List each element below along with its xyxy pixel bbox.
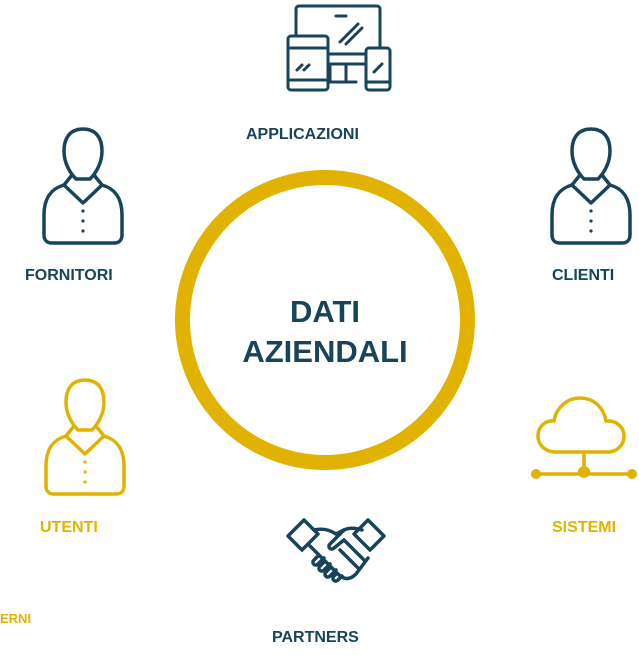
cloud-network-icon — [531, 396, 637, 479]
label-clienti: CLIENTI — [552, 267, 615, 284]
person-icon — [550, 127, 632, 245]
label-utenti: UTENTI — [40, 519, 98, 536]
label-applicazioni: APPLICAZIONI — [246, 126, 359, 143]
label-partners: PARTNERS — [272, 629, 359, 646]
center-title-line2: AZIENDALI — [242, 334, 408, 369]
label-esterni-cropped: ERNI — [0, 611, 32, 626]
devices-icon — [286, 4, 392, 92]
person-icon — [44, 378, 126, 496]
center-title-line1: DATI — [289, 294, 361, 329]
label-sistemi: SISTEMI — [552, 519, 617, 536]
person-icon — [42, 127, 124, 245]
handshake-icon — [286, 518, 386, 583]
center-title: DATI AZIENDALI — [175, 292, 475, 372]
label-fornitori: FORNITORI — [25, 267, 113, 284]
